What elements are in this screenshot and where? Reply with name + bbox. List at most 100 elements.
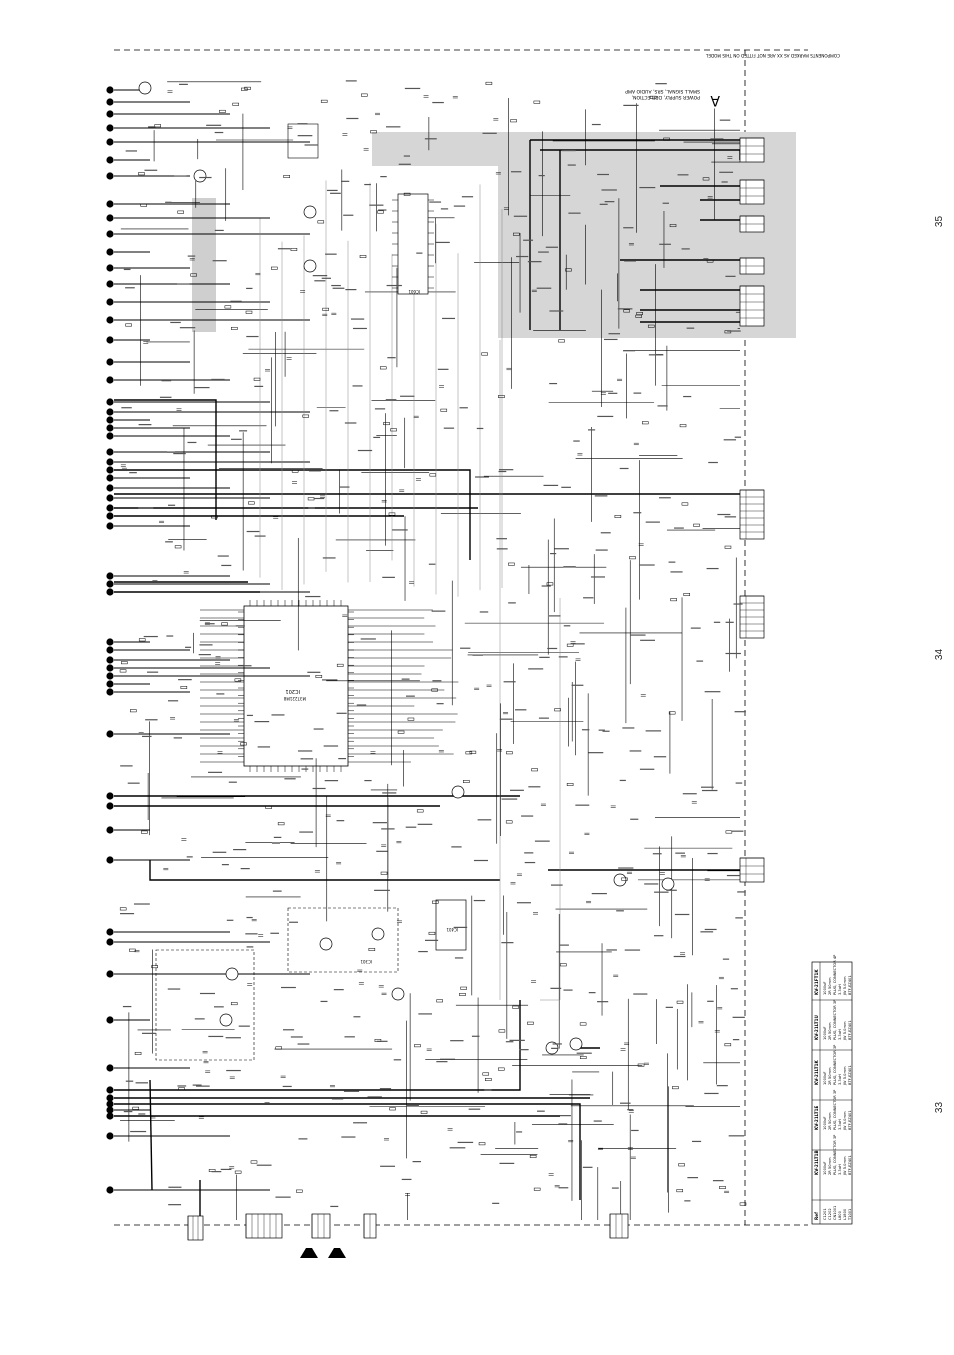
label-mark: [378, 209, 387, 211]
label-mark: [304, 144, 318, 146]
audio-ic-body: [435, 899, 467, 951]
label-mark: [221, 564, 232, 567]
page-number-34: 34: [934, 648, 946, 661]
label-mark: [484, 1089, 492, 1091]
label-mark: [330, 192, 341, 194]
label-mark: [561, 486, 571, 488]
label-mark: [538, 175, 545, 177]
table-cell: 3.3uH: [838, 1164, 842, 1175]
label-mark: [297, 123, 308, 125]
resistor: [290, 247, 298, 251]
label-mark: [352, 385, 363, 387]
resistor: [416, 809, 424, 813]
label-mark: [345, 80, 357, 82]
connector-bubble: [106, 408, 114, 416]
resistor: [232, 102, 239, 106]
label-mark: [127, 782, 140, 784]
resistor: [190, 273, 197, 277]
label-mark: [418, 1013, 432, 1015]
resistor: [676, 1189, 684, 1193]
table-cell: 3.3uH: [838, 1029, 842, 1040]
table-cell: 3.3uH: [838, 1074, 842, 1085]
label-mark: [449, 1147, 466, 1149]
main-ic-sub-label: M37221M8: [283, 696, 306, 701]
power-ic-label: IC601: [408, 289, 420, 294]
grey-wires: [259, 180, 561, 1001]
label-mark: [379, 1088, 392, 1090]
resistor: [469, 750, 477, 754]
connector-bubble: [106, 172, 114, 180]
connector-bubble: [106, 970, 114, 978]
label-mark: [125, 287, 135, 289]
wires: [120, 81, 740, 1220]
table-cell: 1000uF: [823, 1027, 827, 1041]
transistor: [569, 1037, 583, 1051]
resistor: [649, 95, 657, 99]
label-mark: [360, 638, 376, 640]
label-mark: [199, 992, 215, 995]
resistor: [322, 307, 329, 311]
label-mark: [331, 1098, 344, 1100]
table-header: KV-21LT1U: [814, 1015, 819, 1040]
resistor: [513, 232, 520, 236]
label-mark: [321, 277, 331, 279]
label-mark: [482, 132, 497, 134]
speaker-icons: [300, 1248, 346, 1258]
connector-bubble: [106, 1016, 114, 1024]
resistor: [277, 822, 285, 826]
resistor: [119, 669, 127, 673]
label-mark: [405, 695, 415, 697]
resistor: [505, 820, 513, 824]
label-mark: [123, 268, 131, 271]
cn702: [739, 489, 765, 540]
resistor: [383, 422, 390, 426]
label-mark: [228, 781, 237, 783]
connector-bubble: [106, 1094, 114, 1102]
label-mark: [558, 656, 568, 658]
label-mark: [588, 429, 596, 431]
label-mark: [308, 470, 321, 472]
resistor: [719, 1186, 726, 1189]
connector-bubble: [106, 110, 114, 118]
transistor: [613, 873, 627, 887]
label-mark: [187, 441, 197, 444]
thick-wire: [114, 1103, 581, 1200]
label-mark: [631, 1129, 639, 1132]
resistor: [706, 259, 714, 263]
label-mark: [208, 771, 223, 773]
resistor: [482, 1072, 490, 1076]
label-mark: [312, 787, 326, 790]
label-mark: [435, 241, 450, 244]
label-mark: [674, 527, 684, 529]
resistor: [336, 663, 344, 667]
connector-bubble: [106, 938, 114, 946]
connector-bubble: [106, 680, 114, 688]
label-mark: [594, 495, 608, 497]
resistor: [361, 93, 368, 97]
label-mark: [322, 557, 336, 559]
resistor: [315, 675, 323, 678]
table-cell: CN1001: [833, 1206, 837, 1220]
bottom-connector: [311, 1213, 331, 1239]
power-ic-body: [397, 193, 429, 295]
label-mark: [424, 138, 437, 140]
label-mark: [272, 890, 282, 892]
reference-table: RefKV-21LT1BKV-21LT1EKV-21LT1KKV-21LT1UK…: [811, 954, 853, 1225]
label-mark: [727, 330, 741, 332]
label-mark: [401, 1178, 412, 1181]
label-mark: [648, 354, 664, 356]
transistor: [303, 205, 317, 219]
label-mark: [619, 1102, 631, 1104]
resistor: [138, 172, 145, 176]
label-mark: [167, 988, 181, 990]
label-mark: [142, 735, 152, 738]
sound-ic-label: IC301: [360, 959, 372, 964]
label-mark: [733, 603, 743, 605]
label-mark: [343, 1090, 360, 1092]
resistor: [623, 309, 630, 313]
label-mark: [659, 243, 671, 245]
resistor: [230, 1002, 238, 1006]
resistor: [245, 310, 253, 314]
label-mark: [313, 728, 324, 730]
label-mark: [231, 438, 242, 440]
